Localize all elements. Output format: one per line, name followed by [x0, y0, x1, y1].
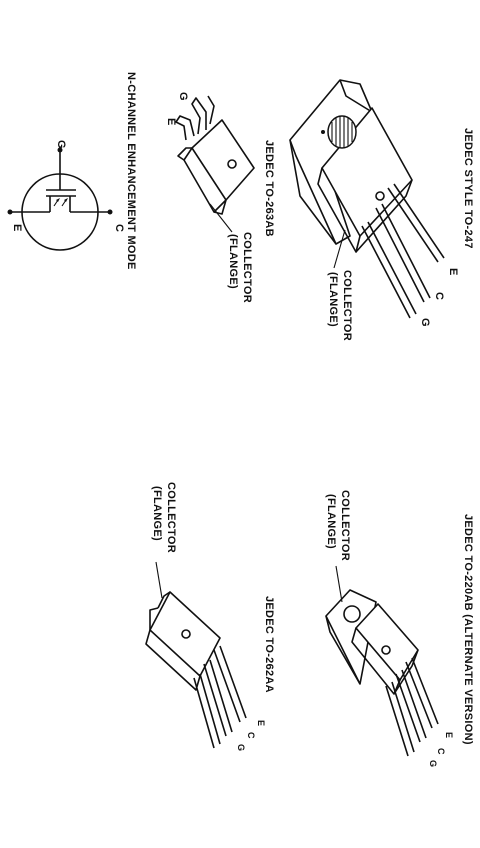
to262-title: JEDEC TO-262AA [263, 596, 275, 693]
to263-collector-leader [209, 203, 233, 233]
to262-flange-label: (FLANGE) [151, 486, 163, 541]
to247-pin-g: G [419, 318, 431, 327]
to262-package: JEDEC TO-262AA COLLECTOR (FLANGE) E C G [145, 482, 275, 751]
to263-pin-g: G [177, 92, 189, 101]
to263-package: JEDEC TO-263AB G E COLLECTOR (FLANGE) [165, 92, 275, 303]
to262-collector-label: COLLECTOR [165, 482, 177, 553]
to262-body-drawing [145, 591, 247, 749]
to220-pin-e: E [444, 732, 454, 738]
to247-leads [361, 183, 445, 319]
to262-pin-e: E [256, 720, 266, 726]
to220-title: JEDEC TO-220AB (ALTERNATE VERSION) [462, 514, 474, 745]
to262-pin-g: G [236, 744, 246, 751]
to220-collector-leader [335, 565, 343, 603]
to247-mounting-hole [327, 115, 357, 149]
to247-title: JEDEC STYLE TO-247 [462, 128, 474, 249]
igbt-symbol-drawing [7, 147, 113, 251]
to247-collector-label: COLLECTOR [341, 270, 353, 341]
igbt-symbol: N-CHANNEL ENHANCEMENT MODE G E C [7, 72, 137, 270]
to262-leads [193, 645, 247, 749]
symbol-collector-label: C [113, 224, 125, 232]
to263-collector-label: COLLECTOR [241, 232, 253, 303]
to220-pin-c: C [436, 748, 446, 755]
to247-package: JEDEC STYLE TO-247 [289, 79, 474, 341]
symbol-caption: N-CHANNEL ENHANCEMENT MODE [125, 72, 137, 270]
to247-pin-e: E [447, 268, 459, 276]
to263-body-drawing [175, 95, 255, 215]
to247-pin-c: C [433, 292, 445, 300]
to263-leads [175, 95, 215, 141]
symbol-emitter-label: E [11, 224, 23, 232]
to247-body-drawing [289, 79, 445, 319]
to220-body-drawing [325, 589, 439, 757]
to262-collector-leader [155, 561, 163, 599]
to263-title: JEDEC TO-263AB [263, 140, 275, 237]
to220-pin-g: G [428, 760, 438, 767]
to247-collector-leader [333, 229, 346, 269]
to263-pin-e: E [165, 118, 177, 126]
to220-collector-label: COLLECTOR [339, 490, 351, 561]
to262-pin-c: C [246, 732, 256, 739]
to220-flange-label: (FLANGE) [325, 494, 337, 549]
to247-flange-label: (FLANGE) [327, 272, 339, 327]
symbol-gate-label: G [55, 140, 67, 149]
to220-leads [385, 657, 439, 757]
to220-package: JEDEC TO-220AB (ALTERNATE VERSION) COLLE… [325, 490, 474, 767]
to263-flange-label: (FLANGE) [227, 234, 239, 289]
to220-mounting-hole [343, 605, 361, 623]
